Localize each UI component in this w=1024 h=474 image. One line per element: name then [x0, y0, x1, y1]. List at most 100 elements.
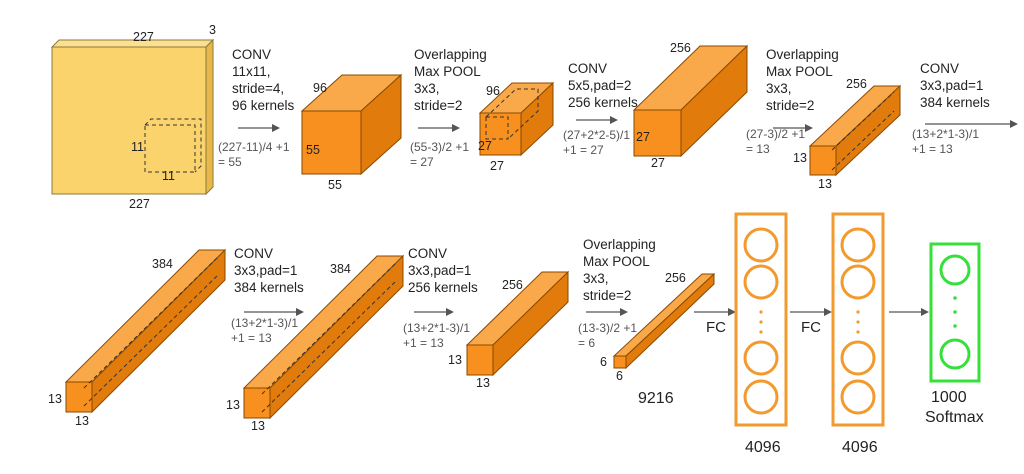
volume-width-label: 27 [651, 156, 665, 170]
neuron [743, 379, 779, 415]
op-conv1-formula: (227-11)/4 +1 [218, 140, 290, 154]
op-conv3-line: 384 kernels [920, 95, 990, 110]
neuron [743, 264, 779, 300]
op-pool1-line: stride=2 [414, 98, 462, 113]
fc2-label: FC [801, 319, 821, 336]
neuron [840, 340, 876, 376]
op-conv4-line: 3x3,pad=1 [234, 263, 297, 278]
op-conv1-line: stride=4, [232, 81, 284, 96]
volume-width-label: 55 [328, 178, 342, 192]
op-conv1-line: 96 kernels [232, 98, 295, 113]
volume-conv5: 256 13 13 [448, 270, 570, 390]
neuron [939, 338, 971, 370]
arrow-head [610, 116, 618, 124]
volume-depth-label: 256 [665, 271, 686, 285]
op-conv1-formula: = 55 [218, 155, 242, 169]
volume-depth-label: 384 [330, 262, 351, 276]
volume-pool3: 256 6 6 [600, 271, 716, 383]
op-pool1-line: 3x3, [414, 81, 440, 96]
softmax-arrow [889, 308, 929, 316]
neuron [743, 340, 779, 376]
op-conv3-line: CONV [920, 61, 959, 76]
op-pool2-formula: (27-3)/2 +1 [746, 127, 805, 141]
neuron [840, 227, 876, 263]
fc1-size-label: 4096 [745, 439, 781, 456]
volume-width-label: 13 [476, 376, 490, 390]
op-conv5-line: 256 kernels [408, 280, 478, 295]
op-conv5-formula: +1 = 13 [403, 336, 444, 350]
volume-height-label: 27 [478, 139, 492, 153]
op-conv2-line: CONV [568, 61, 607, 76]
volume-conv1: 96 55 55 [300, 73, 403, 192]
op-conv5: CONV 3x3,pad=1 256 kernels (13+2*1-3)/1 … [403, 246, 478, 350]
volume-width-label: 6 [616, 369, 623, 383]
op-pool1-line: Max POOL [414, 64, 481, 79]
op-conv4-line: 384 kernels [234, 280, 304, 295]
volume-height-label: 13 [226, 398, 240, 412]
op-pool3-formula: (13-3)/2 +1 [578, 321, 637, 335]
op-conv4: CONV 3x3,pad=1 384 kernels (13+2*1-3)/1 … [231, 246, 304, 345]
op-conv4-formula: (13+2*1-3)/1 [231, 316, 298, 330]
volume-depth-label: 384 [152, 257, 173, 271]
volume-depth-label: 256 [670, 41, 691, 55]
input-depth-label: 3 [209, 23, 216, 37]
softmax-label: Softmax [925, 409, 984, 426]
volume-width-label: 27 [490, 159, 504, 173]
input-height-label: 227 [129, 197, 150, 211]
op-pool3: Overlapping Max POOL 3x3, stride=2 (13-3… [578, 237, 656, 350]
op-conv2-line: 5x5,pad=2 [568, 78, 631, 93]
neuron [939, 254, 971, 286]
volume-height-label: 27 [636, 130, 650, 144]
arrow-head [805, 124, 813, 132]
op-pool2-line: 3x3, [766, 81, 792, 96]
volume-conv4: 384 13 13 [226, 254, 405, 433]
fc1-label: FC [706, 319, 726, 336]
fc-layer-1: 4096 [734, 212, 788, 456]
softmax-size-label: 1000 [931, 389, 967, 406]
input-volume: 227 3 227 11 11 [50, 23, 216, 211]
op-conv4-formula: +1 = 13 [231, 331, 272, 345]
softmax-layer: 1000 Softmax [925, 242, 984, 426]
arrow-head [452, 124, 460, 132]
op-conv3-formula: +1 = 13 [912, 142, 953, 156]
op-pool2-line: stride=2 [766, 98, 814, 113]
fc2-arrow: FC [790, 308, 832, 336]
op-pool2-line: Overlapping [766, 47, 839, 62]
fc1-arrow: FC [694, 308, 736, 336]
volume-width-label: 13 [251, 419, 265, 433]
volume-width-label: 13 [818, 177, 832, 191]
op-conv5-line: 3x3,pad=1 [408, 263, 471, 278]
volume-height-label: 13 [793, 151, 807, 165]
op-conv3-line: 3x3,pad=1 [920, 78, 983, 93]
neuron [840, 379, 876, 415]
volume-depth-label: 256 [502, 278, 523, 292]
op-pool2: Overlapping Max POOL 3x3, stride=2 (27-3… [746, 47, 839, 156]
input-width-label: 227 [133, 30, 154, 44]
fc2-size-label: 4096 [842, 439, 878, 456]
arrow-head [446, 308, 454, 316]
input-kernel-window [144, 124, 196, 173]
op-pool1-formula: = 27 [410, 155, 434, 169]
op-pool2-formula: = 13 [746, 142, 770, 156]
op-pool1-line: Overlapping [414, 47, 487, 62]
op-conv4-line: CONV [234, 246, 273, 261]
volume-conv2: 256 27 27 [632, 41, 749, 170]
neuron [840, 264, 876, 300]
op-conv5-line: CONV [408, 246, 447, 261]
op-pool3-line: stride=2 [583, 288, 631, 303]
neuron [743, 227, 779, 263]
op-conv5-formula: (13+2*1-3)/1 [403, 321, 470, 335]
volume-depth-label: 256 [846, 77, 867, 91]
op-conv2-line: 256 kernels [568, 95, 638, 110]
volume-pool2: 256 13 13 [793, 77, 902, 191]
volume-height-label: 13 [48, 392, 62, 406]
volume-conv3: 384 13 13 [48, 248, 227, 428]
volume-depth-label: 96 [313, 81, 327, 95]
op-conv3-formula: (13+2*1-3)/1 [912, 127, 979, 141]
volume-width-label: 13 [75, 414, 89, 428]
op-conv2: CONV 5x5,pad=2 256 kernels (27+2*2-5)/1 … [563, 61, 638, 157]
volume-height-label: 55 [306, 143, 320, 157]
op-conv1-line: 11x11, [232, 64, 271, 79]
op-conv1-line: CONV [232, 47, 271, 62]
